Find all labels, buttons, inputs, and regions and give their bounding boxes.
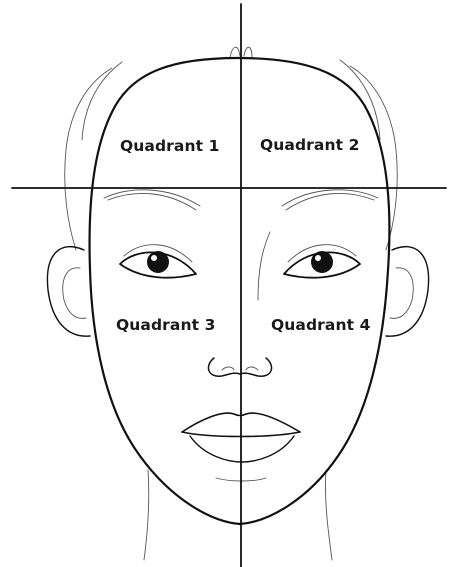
neck-left: [144, 470, 149, 560]
left-iris: [147, 251, 169, 273]
right-eye-highlight: [315, 255, 321, 261]
hair-left-strand: [82, 62, 122, 140]
left-ear: [47, 247, 90, 337]
quadrant-4-label: Quadrant 4: [271, 316, 371, 334]
face-outline: [90, 58, 390, 524]
nose: [208, 358, 271, 376]
left-eyebrow-2: [108, 193, 196, 210]
neck-right: [325, 470, 332, 560]
quadrant-2-label: Quadrant 2: [260, 136, 360, 154]
right-ear: [386, 247, 429, 337]
quadrant-3-label: Quadrant 3: [116, 316, 216, 334]
right-ear-inner: [390, 268, 413, 319]
nose-bridge: [258, 232, 270, 300]
left-ear-inner: [63, 268, 86, 319]
lower-lip: [190, 436, 294, 462]
right-eyebrow-2: [286, 193, 374, 210]
hair-left: [65, 68, 112, 250]
nostril-left: [222, 367, 234, 370]
left-eye-highlight: [151, 255, 157, 261]
quadrant-1-label: Quadrant 1: [120, 137, 220, 155]
right-iris: [311, 251, 333, 273]
nostril-right: [246, 367, 258, 370]
